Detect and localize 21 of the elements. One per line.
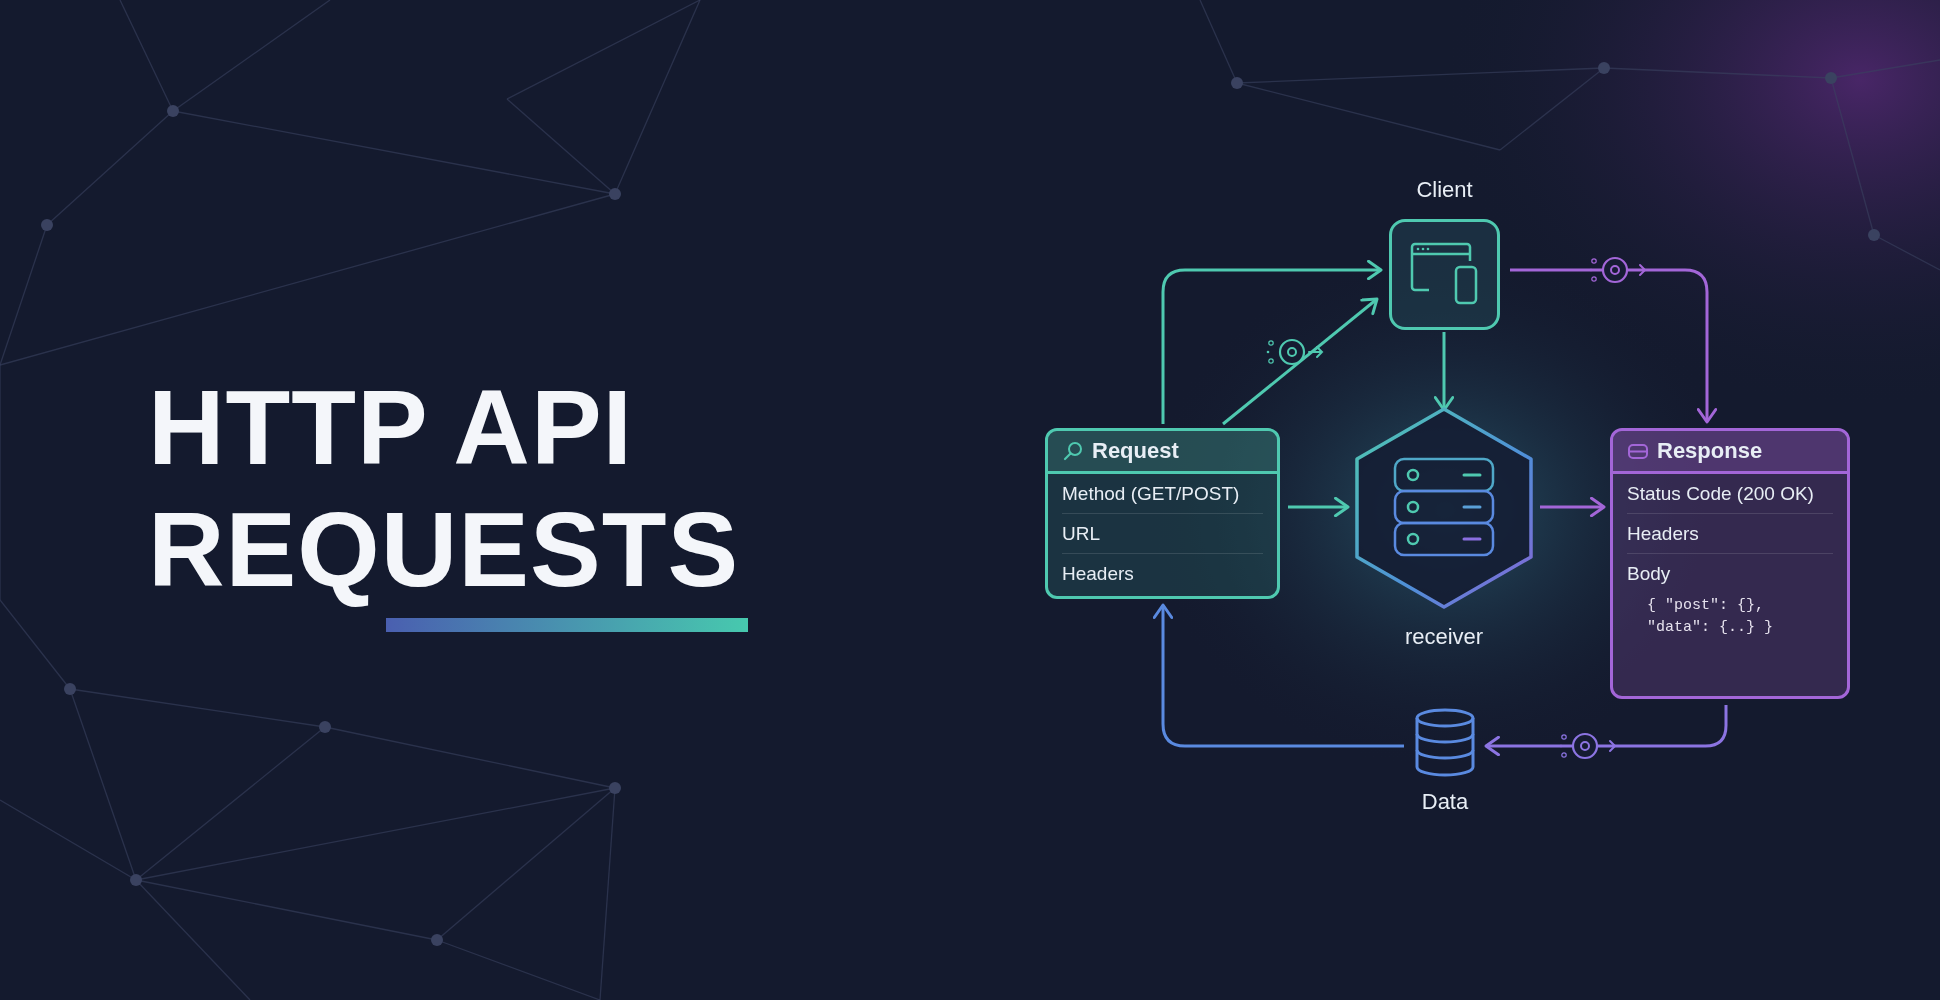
arrow: [1161, 259, 1383, 424]
field-label: Headers: [1627, 514, 1833, 554]
response-card: [1610, 428, 1850, 699]
field-label: Body: [1627, 562, 1672, 586]
node-label: Client: [1415, 177, 1474, 203]
arrow: [1222, 297, 1379, 426]
field-label: Method (GET/POST): [1062, 474, 1263, 514]
field-label: URL: [1062, 514, 1263, 554]
arrow: [1510, 268, 1718, 424]
code-snippet: { "post": {}, "data": {..} }: [1647, 596, 1775, 638]
node-label: Data: [1420, 789, 1470, 815]
arrow: [1152, 603, 1404, 748]
field-label: Headers: [1062, 562, 1135, 586]
card-title: Request: [1092, 438, 1179, 464]
node-label: receiver: [1403, 624, 1485, 650]
arrow: [1484, 705, 1728, 757]
card-title: Response: [1657, 438, 1763, 464]
request-card: [1045, 428, 1280, 599]
arrow: [1288, 496, 1350, 518]
arrow: [1540, 496, 1606, 518]
field-label: Status Code (200 OK): [1627, 474, 1833, 514]
